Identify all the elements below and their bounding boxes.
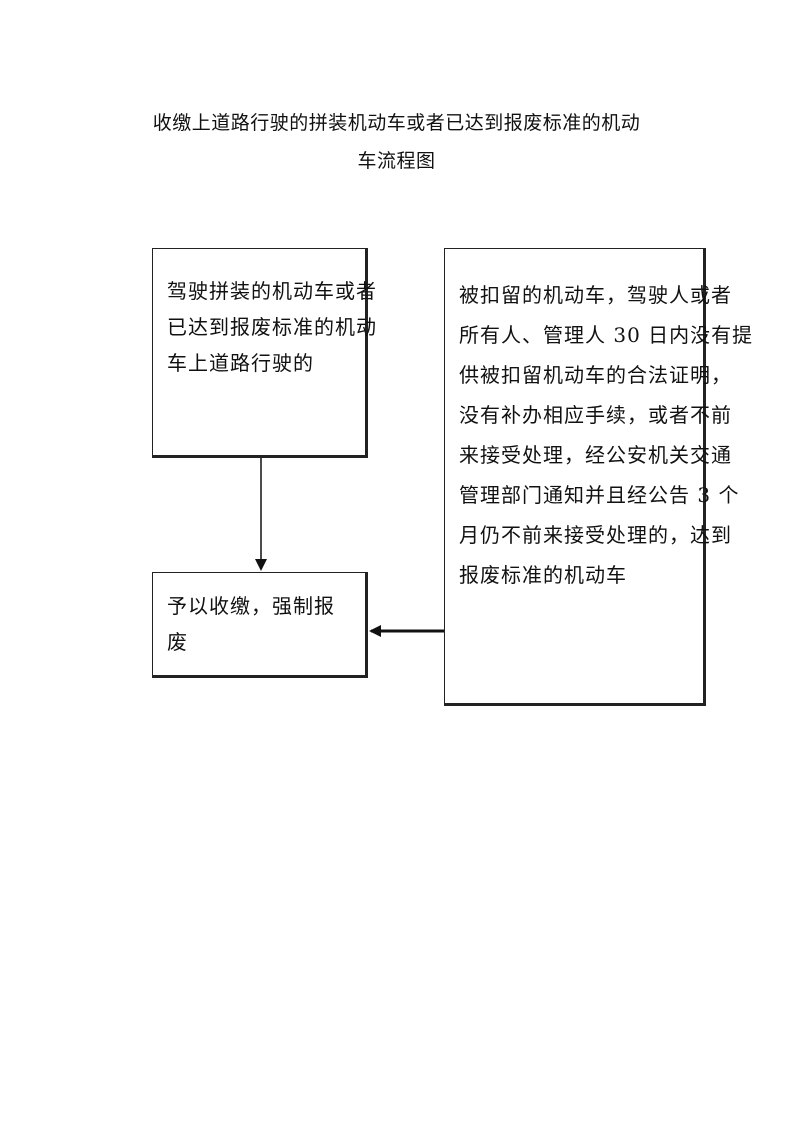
node-text-line: 车上道路行驶的	[167, 351, 314, 375]
node-action-confiscate-scrap: 予以收缴，强制报废	[152, 572, 368, 678]
node-text-line: 没有补办相应手续，或者不前	[459, 403, 732, 427]
node-text-line: 驾驶拼装的机动车或者	[167, 279, 377, 303]
node-text-line: 来接受处理，经公安机关交通	[459, 443, 732, 467]
node-text: 予以收缴，强制报废	[167, 594, 335, 654]
node-text-line: 月仍不前来接受处理的，达到	[459, 523, 732, 547]
diagram-title-line2: 车流程图	[357, 150, 436, 172]
node-text-line: 管理部门通知并且经公告 3 个	[459, 483, 740, 507]
node-text-line: 供被扣留机动车的合法证明，	[459, 363, 732, 387]
diagram-title-line1: 收缴上道路行驶的拼装机动车或者已达到报废标准的机动	[152, 112, 641, 134]
node-text-line: 被扣留的机动车，驾驶人或者	[459, 283, 732, 307]
node-condition-detained-vehicle: 被扣留的机动车，驾驶人或者 所有人、管理人 30 日内没有提 供被扣留机动车的合…	[444, 248, 754, 706]
node-text-line: 报废标准的机动车	[459, 563, 627, 587]
node-text-line: 已达到报废标准的机动	[167, 315, 377, 339]
node-text-line: 所有人、管理人 30 日内没有提	[459, 323, 754, 347]
node-condition-assembled-vehicle: 驾驶拼装的机动车或者 已达到报废标准的机动 车上道路行驶的	[152, 248, 377, 458]
